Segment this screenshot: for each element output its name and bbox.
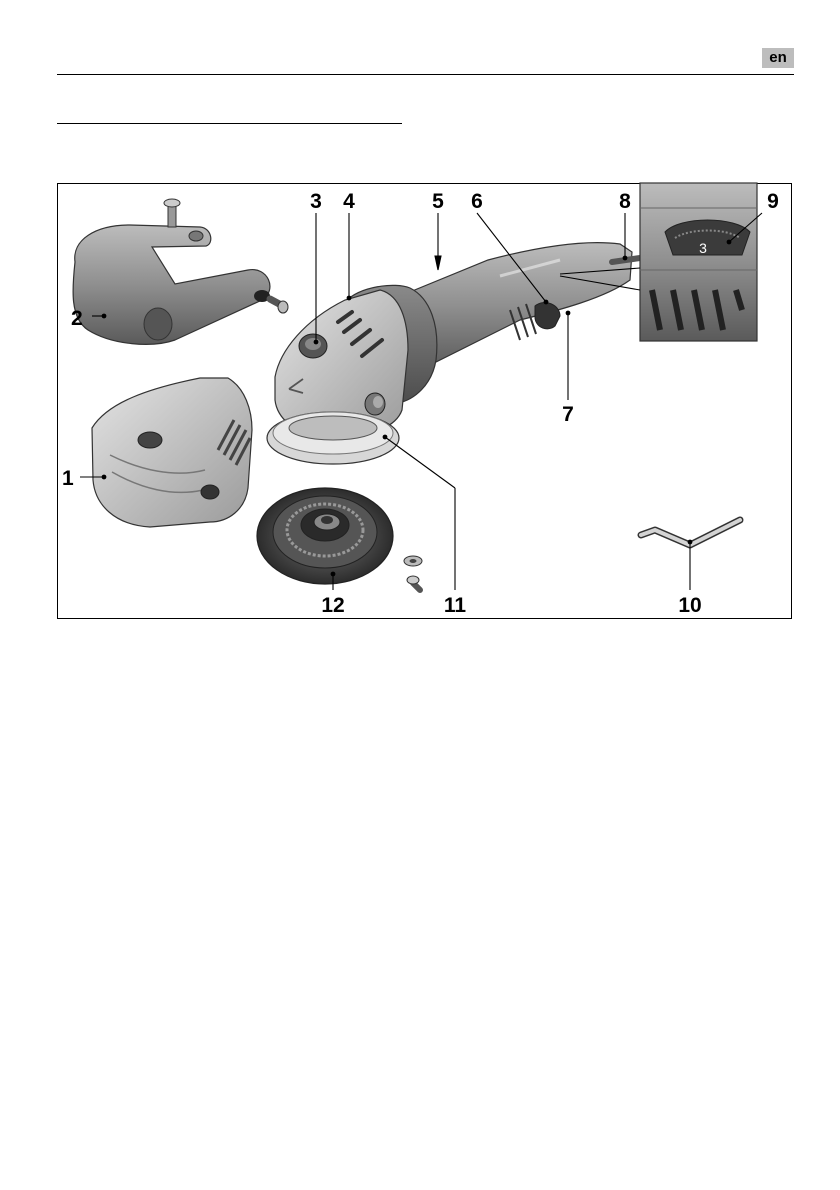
callout-6: 6	[471, 190, 483, 213]
callout-3: 3	[310, 190, 322, 213]
speed-dial-value: 3	[699, 240, 707, 256]
callout-11: 11	[444, 594, 467, 617]
callout-9: 9	[767, 190, 779, 213]
callout-10: 10	[678, 594, 701, 617]
callout-1: 1	[62, 467, 74, 490]
callout-4: 4	[343, 190, 355, 213]
speed-dial-inset: 3	[640, 183, 757, 341]
callout-7: 7	[562, 403, 574, 426]
callout-2: 2	[71, 307, 83, 330]
callout-8: 8	[619, 190, 631, 213]
bow-handle-part	[73, 199, 288, 344]
polisher-body	[267, 243, 640, 464]
callout-5: 5	[432, 190, 444, 213]
protective-cover-part	[92, 378, 252, 527]
callout-12: 12	[321, 594, 344, 617]
backing-pad-part	[257, 488, 422, 590]
